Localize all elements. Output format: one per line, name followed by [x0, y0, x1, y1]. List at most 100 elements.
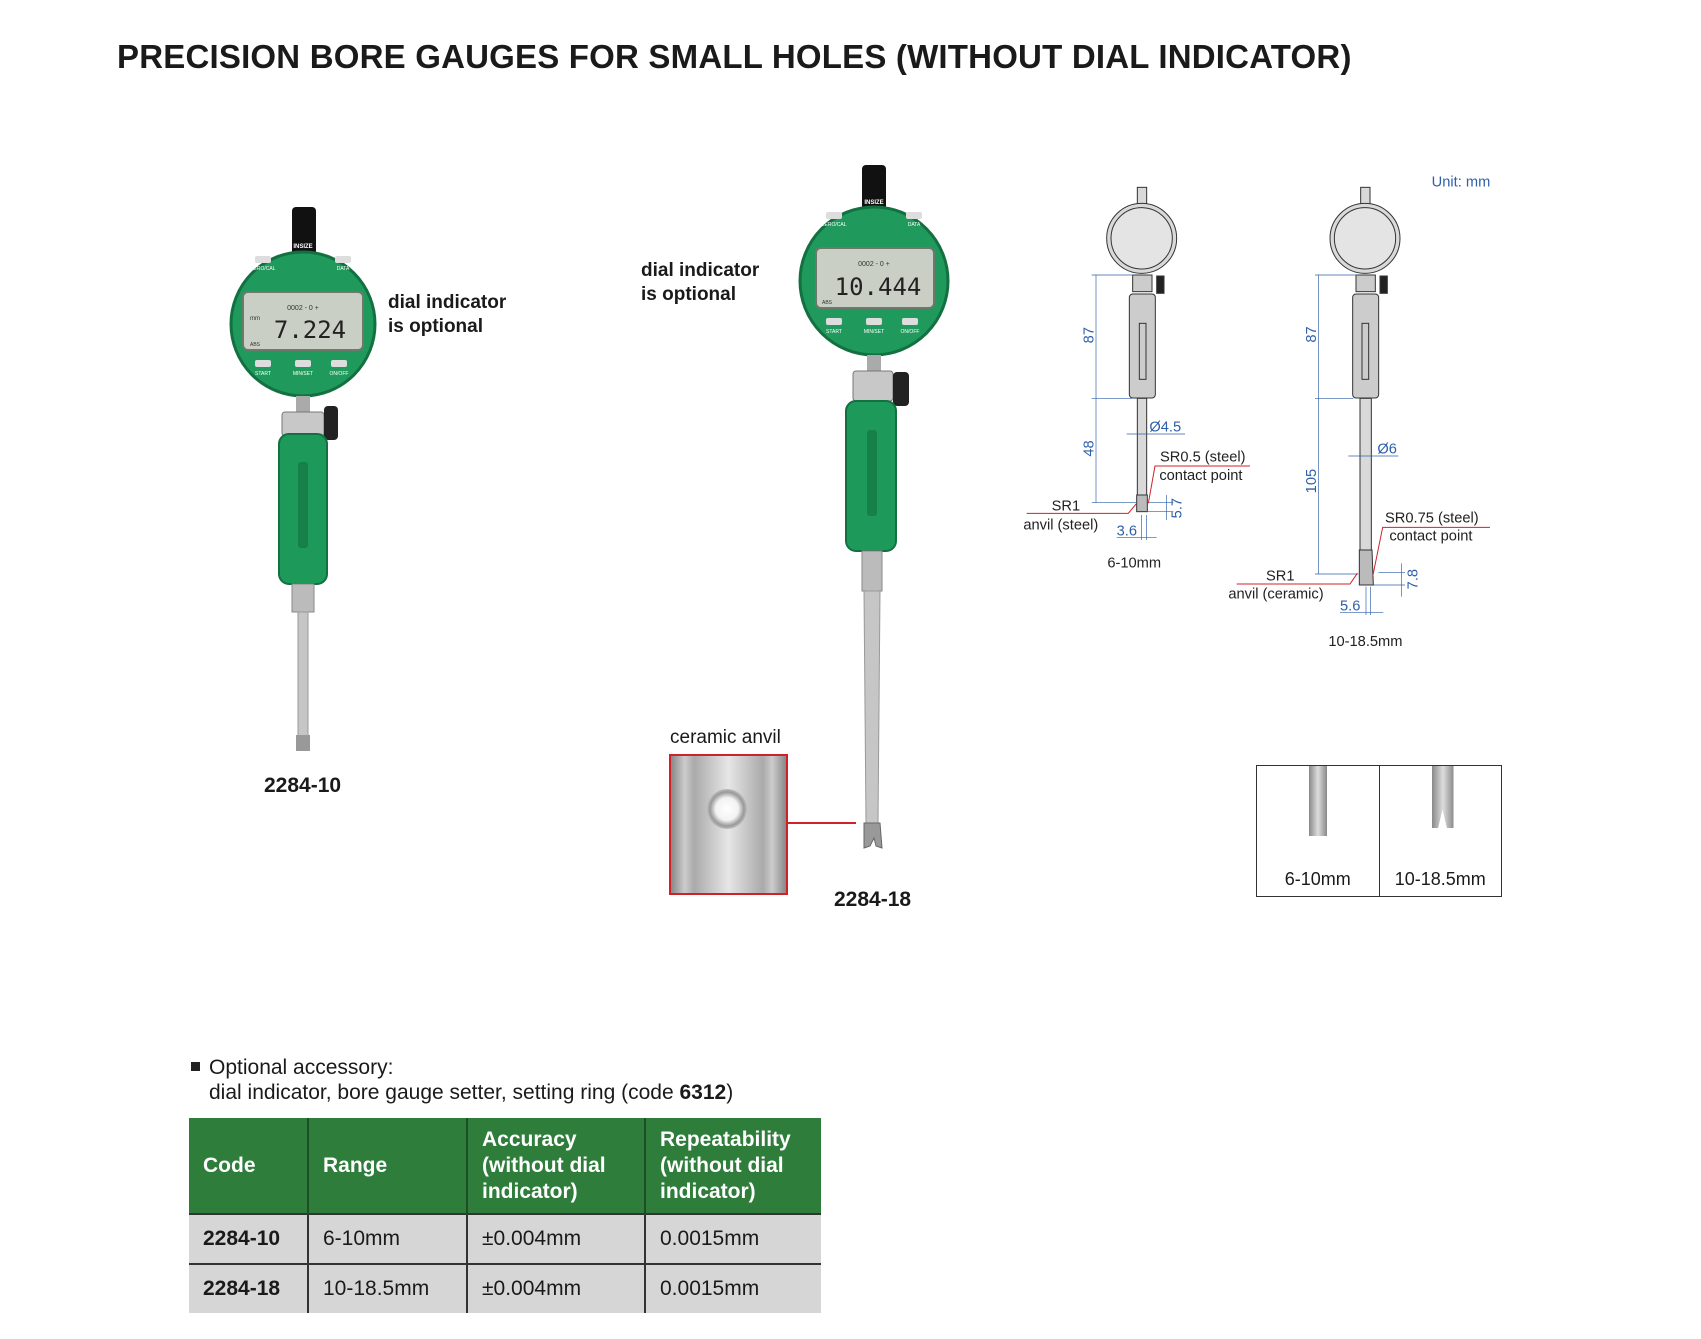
start-button[interactable]	[826, 318, 842, 325]
brand-logo: INSIZE	[293, 244, 312, 250]
contact-point-label-2: contact point	[1159, 468, 1242, 484]
dim-105: 105	[1304, 469, 1320, 493]
accessory-list: dial indicator, bore gauge setter, setti…	[209, 1081, 680, 1104]
anvil-label-2: anvil (steel)	[1023, 517, 1098, 533]
brand-logo: INSIZE	[864, 200, 883, 206]
data-button[interactable]	[335, 256, 351, 263]
lcd-scale: 0002 - 0 +	[858, 261, 890, 268]
cell-code: 2284-10	[189, 1213, 309, 1264]
closeup-leader-line	[786, 822, 856, 824]
cell-range: 10-18.5mm	[308, 1263, 468, 1313]
lcd-reading: 7.224	[274, 316, 346, 344]
dim-87-right: 87	[1304, 326, 1320, 342]
dimension-drawings: Unit: mm 87 48 Ø4.5 SR0.5 (steel) contac…	[1023, 175, 1491, 650]
zero-cal-button[interactable]	[826, 212, 842, 219]
on-off-label: ON/OFF	[901, 329, 920, 335]
drawing-caption-right: 10-18.5mm	[1328, 634, 1402, 650]
start-label: START	[255, 371, 271, 377]
unit-label: Unit: mm	[1432, 175, 1491, 191]
lcd-screen	[242, 291, 364, 351]
drawing-6-10mm	[1106, 186, 1178, 513]
stem	[292, 207, 316, 255]
anvil-label-1: SR1	[1266, 569, 1295, 585]
header-range: Range	[308, 1118, 468, 1214]
on-off-button[interactable]	[331, 360, 347, 367]
cell-accuracy: ±0.004mm	[467, 1213, 646, 1264]
dim-5-7: 5.7	[1170, 498, 1186, 518]
dim-7-8: 7.8	[1405, 569, 1421, 589]
dim-dia-4-5: Ø4.5	[1149, 420, 1181, 436]
optional-note-1: dial indicator is optional	[388, 292, 507, 337]
contact-point-label-1: SR0.75 (steel)	[1385, 511, 1479, 527]
anvil-label-1: SR1	[1052, 499, 1081, 515]
data-label: DATA	[908, 222, 921, 228]
stem	[862, 165, 886, 213]
dim-3-6: 3.6	[1117, 523, 1137, 539]
min-set-button[interactable]	[866, 318, 882, 325]
anvil-label-2: anvil (ceramic)	[1228, 586, 1323, 602]
min-set-button[interactable]	[295, 360, 311, 367]
photo-label: 6-10mm	[1284, 869, 1351, 889]
table-row: 2284-18 10-18.5mm ±0.004mm 0.0015mm	[189, 1263, 821, 1313]
min-set-label: MIN/SET	[864, 329, 884, 335]
page-title: PRECISION BORE GAUGES FOR SMALL HOLES (W…	[117, 38, 1352, 75]
cell-repeatability: 0.0015mm	[645, 1213, 821, 1264]
lcd-abs: ABS	[250, 342, 261, 348]
accessory-code: 6312	[679, 1081, 727, 1104]
gauge-2284-18-image: INSIZE ZERO/CAL DATA 0002 - 0 + ABS 10.4…	[798, 165, 950, 849]
optional-accessory-note: Optional accessory: dial indicator, bore…	[191, 1055, 733, 1105]
start-label: START	[826, 329, 842, 335]
cell-code: 2284-18	[189, 1263, 309, 1313]
lcd-reading: 10.444	[835, 273, 922, 301]
data-label: DATA	[337, 266, 350, 272]
probe-photo-inset: 6-10mm 10-18.5mm	[1256, 765, 1502, 897]
start-button[interactable]	[255, 360, 271, 367]
zero-cal-label: ZERO/CAL	[250, 266, 275, 272]
lcd-abs: ABS	[822, 300, 833, 306]
drawing-10-18-5mm	[1329, 186, 1401, 586]
lcd-screen	[815, 247, 935, 309]
cell-range: 6-10mm	[308, 1213, 468, 1264]
clamp-knob	[324, 406, 338, 440]
header-code: Code	[189, 1118, 309, 1214]
probe-photo-icon	[1309, 766, 1327, 836]
lcd-scale: 0002 - 0 +	[287, 305, 319, 312]
ceramic-anvil-closeup	[669, 754, 788, 895]
cell-accuracy: ±0.004mm	[467, 1263, 646, 1313]
ceramic-anvil-label: ceramic anvil	[670, 727, 781, 748]
probe-photo-icon	[1431, 766, 1454, 828]
dim-48: 48	[1081, 440, 1097, 456]
probe-tip	[296, 735, 310, 751]
drawing-caption-left: 6-10mm	[1107, 555, 1161, 571]
clamp-knob	[893, 372, 909, 406]
gauge-2284-10-image: INSIZE ZERO/CAL DATA 0002 - 0 + mm ABS 7…	[229, 207, 377, 751]
cell-repeatability: 0.0015mm	[645, 1263, 821, 1313]
contact-point-label-1: SR0.5 (steel)	[1160, 450, 1246, 466]
photo-10-18-5mm: 10-18.5mm	[1380, 766, 1502, 896]
dim-5-6: 5.6	[1340, 599, 1360, 615]
accessory-close: )	[726, 1081, 734, 1104]
zero-cal-button[interactable]	[255, 256, 271, 263]
bullet-icon	[191, 1062, 200, 1071]
contact-point-label-2: contact point	[1389, 529, 1472, 545]
dim-dia-6: Ø6	[1377, 441, 1397, 457]
model-label-2284-10: 2284-10	[264, 774, 342, 797]
on-off-label: ON/OFF	[330, 371, 349, 377]
dim-87-left: 87	[1081, 327, 1097, 343]
lcd-unit: mm	[250, 316, 260, 322]
on-off-button[interactable]	[902, 318, 918, 325]
zero-cal-label: ZERO/CAL	[821, 222, 846, 228]
probe-tip	[863, 822, 883, 849]
accessory-heading: Optional accessory:	[209, 1056, 394, 1079]
optional-note-2: dial indicator is optional	[641, 260, 760, 305]
photo-label: 10-18.5mm	[1394, 869, 1486, 889]
photo-6-10mm: 6-10mm	[1257, 766, 1380, 896]
table-row: 2284-10 6-10mm ±0.004mm 0.0015mm	[189, 1213, 821, 1264]
min-set-label: MIN/SET	[293, 371, 313, 377]
model-label-2284-18: 2284-18	[834, 888, 912, 911]
data-button[interactable]	[906, 212, 922, 219]
